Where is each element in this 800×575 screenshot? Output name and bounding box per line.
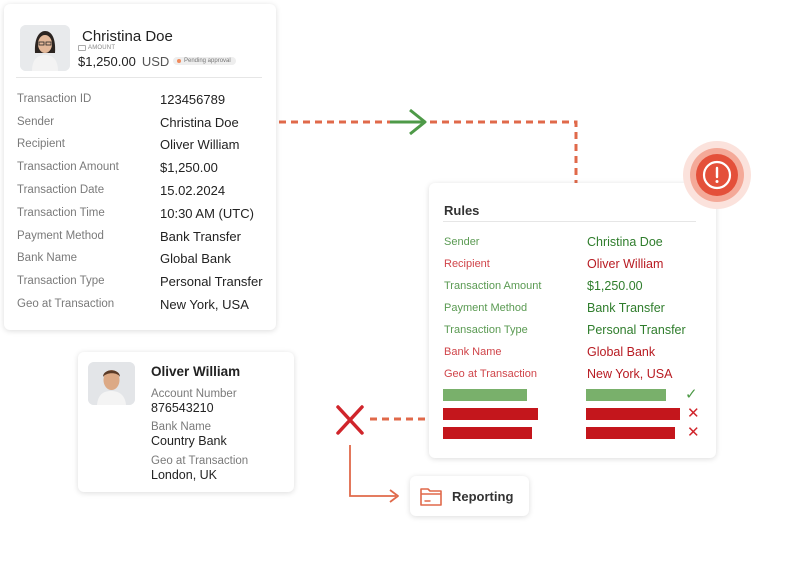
- detail-row-bank-name: Bank Name Global Bank: [17, 251, 273, 272]
- detail-label: Transaction Type: [17, 275, 105, 287]
- divider: [443, 221, 696, 222]
- amount-currency: USD: [141, 54, 170, 69]
- summary-bar-label: [443, 408, 538, 420]
- detail-row-sender: Sender Christina Doe: [17, 115, 273, 136]
- rule-label: Transaction Amount: [444, 280, 542, 292]
- rule-value: Christina Doe: [587, 235, 663, 249]
- rule-value: Bank Transfer: [587, 301, 665, 315]
- exclamation-circle-icon: [683, 141, 751, 209]
- arrow-head-icon: [389, 489, 399, 503]
- detail-label: Transaction Amount: [17, 161, 119, 173]
- divider: [16, 77, 262, 78]
- rule-label: Geo at Transaction: [444, 368, 537, 380]
- rule-label: Transaction Type: [444, 324, 528, 336]
- detail-value: 10:30 AM (UTC): [160, 206, 254, 221]
- detail-value: $1,250.00: [160, 160, 218, 175]
- detail-value: Personal Transfer: [160, 274, 263, 289]
- bank-name-label: Bank Name: [151, 421, 212, 433]
- detail-row-transaction-date: Transaction Date 15.02.2024: [17, 183, 273, 204]
- summary-bar-value: [586, 408, 680, 420]
- detail-label: Payment Method: [17, 230, 104, 242]
- sender-card: Christina Doe AMOUNT $1,250.00 USD Pendin…: [4, 4, 276, 330]
- detail-value: 123456789: [160, 92, 226, 107]
- rule-label: Recipient: [444, 258, 490, 270]
- check-icon: ✓: [685, 386, 698, 403]
- detail-row-transaction-type: Transaction Type Personal Transfer: [17, 274, 273, 295]
- recipient-avatar: [88, 362, 135, 405]
- amount-number: $1,250.00: [78, 54, 136, 69]
- sender-avatar: [20, 25, 70, 71]
- x-mark-icon: [336, 405, 364, 435]
- status-dot-icon: [177, 59, 181, 63]
- detail-value: Bank Transfer: [160, 229, 241, 244]
- cross-icon: ✕: [687, 424, 700, 441]
- rule-label: Sender: [444, 236, 480, 248]
- detail-row-payment-method: Payment Method Bank Transfer: [17, 229, 273, 250]
- recipient-name: Oliver William: [151, 364, 241, 379]
- rule-value: Global Bank: [587, 345, 656, 359]
- cross-icon: ✕: [687, 405, 700, 422]
- summary-bar-value: [586, 389, 666, 401]
- rule-label: Bank Name: [444, 346, 502, 358]
- detail-row-transaction-id: Transaction ID 123456789: [17, 92, 273, 113]
- connector-reject-to-reporting: [349, 445, 396, 497]
- rule-row-payment-method: Payment Method Bank Transfer: [444, 301, 704, 322]
- folder-icon: [420, 488, 442, 506]
- detail-label: Sender: [17, 116, 55, 128]
- detail-row-geo: Geo at Transaction New York, USA: [17, 297, 273, 318]
- geo-value: London, UK: [151, 468, 218, 482]
- detail-value: Global Bank: [160, 251, 231, 266]
- arrow-right-icon: [390, 108, 427, 136]
- amount-value: $1,250.00 USD: [78, 54, 169, 69]
- rule-value: $1,250.00: [587, 279, 643, 293]
- detail-row-transaction-amount: Transaction Amount $1,250.00: [17, 160, 273, 181]
- detail-label: Recipient: [17, 138, 65, 150]
- rule-value: New York, USA: [587, 367, 673, 381]
- rule-row-sender: Sender Christina Doe: [444, 235, 704, 256]
- status-badge: Pending approval: [173, 57, 236, 65]
- reporting-button[interactable]: Reporting: [410, 476, 529, 516]
- summary-bar-value: [586, 427, 675, 439]
- rule-row-transaction-type: Transaction Type Personal Transfer: [444, 323, 704, 344]
- detail-value: New York, USA: [160, 297, 249, 312]
- geo-label: Geo at Transaction: [151, 455, 249, 467]
- rule-value: Oliver William: [587, 257, 664, 271]
- rule-label: Payment Method: [444, 302, 528, 314]
- rule-value: Personal Transfer: [587, 323, 686, 337]
- rule-row-transaction-amount: Transaction Amount $1,250.00: [444, 279, 704, 300]
- detail-row-transaction-time: Transaction Time 10:30 AM (UTC): [17, 206, 273, 227]
- recipient-card: Oliver William Account Number 876543210 …: [78, 352, 294, 492]
- summary-bar-label: [443, 389, 527, 401]
- rule-row-geo: Geo at Transaction New York, USA: [444, 367, 704, 388]
- summary-bar-label: [443, 427, 532, 439]
- reporting-label: Reporting: [452, 489, 514, 504]
- detail-label: Transaction Date: [17, 184, 105, 196]
- account-number-label: Account Number: [151, 388, 237, 400]
- rule-row-recipient: Recipient Oliver William: [444, 257, 704, 278]
- detail-label: Bank Name: [17, 252, 78, 264]
- bank-name-value: Country Bank: [151, 434, 227, 448]
- detail-value: Oliver William: [160, 137, 240, 152]
- detail-label: Transaction ID: [17, 93, 92, 105]
- rule-row-bank-name: Bank Name Global Bank: [444, 345, 704, 366]
- connector-sender-to-rules: [279, 120, 578, 183]
- detail-row-recipient: Recipient Oliver William: [17, 137, 273, 158]
- detail-label: Transaction Time: [17, 207, 105, 219]
- account-number-value: 876543210: [151, 401, 214, 415]
- detail-value: 15.02.2024: [160, 183, 226, 198]
- credit-card-icon: [78, 45, 86, 51]
- detail-value: Christina Doe: [160, 115, 239, 130]
- rules-card: Rules Sender Christina Doe Recipient Oli…: [429, 183, 716, 458]
- amount-caption: AMOUNT: [78, 45, 115, 51]
- detail-label: Geo at Transaction: [17, 298, 115, 310]
- rules-title: Rules: [444, 203, 480, 218]
- sender-name: Christina Doe: [82, 28, 173, 45]
